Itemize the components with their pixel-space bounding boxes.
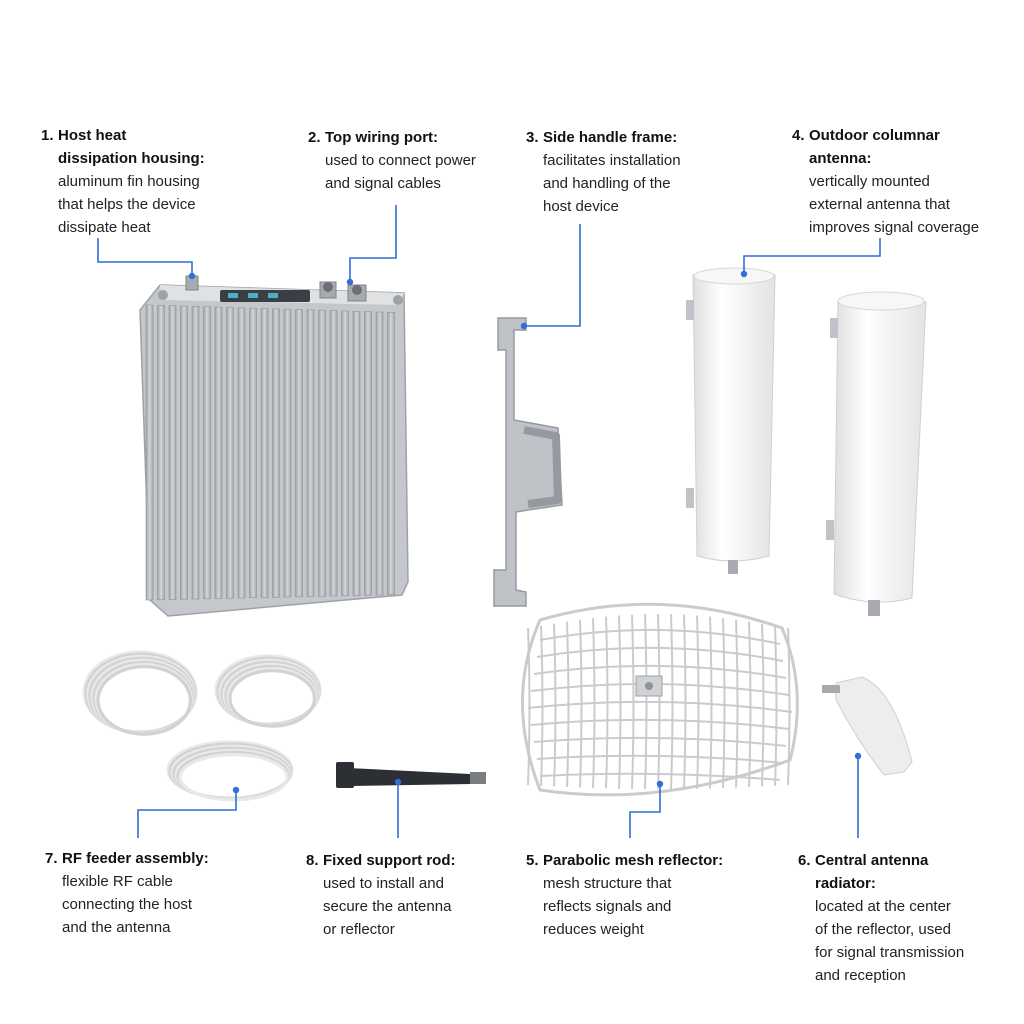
leader-line-7 [137, 790, 237, 838]
callout-title-cont: radiator: [815, 875, 876, 892]
callout-number: 6. [798, 852, 811, 869]
top-wiring-port [185, 275, 367, 302]
callout-title-cont: antenna: [809, 150, 872, 167]
rf-feeder-assembly [82, 650, 322, 802]
reflector-feed-mount [635, 675, 663, 697]
callout-number: 8. [306, 852, 319, 869]
callout-description: located at the center of the reflector, … [815, 898, 965, 984]
callout-7-rf-feeder-assembly: 7.RF feeder assembly: flexible RF cable … [45, 847, 265, 939]
callout-1-host-heat-dissipation-housing: 1.Host heat dissipation housing: aluminum… [41, 124, 261, 239]
callout-6-central-antenna-radiator: 6.Central antenna radiator: located at th… [798, 849, 1008, 987]
callout-description: facilitates installation and handling of… [543, 152, 681, 215]
leader-dots [188, 270, 862, 794]
side-handle-frame [493, 317, 563, 607]
callout-description: used to connect power and signal cables [325, 152, 476, 192]
central-antenna-radiator [822, 676, 913, 776]
callout-2-top-wiring-port: 2.Top wiring port: used to connect power… [308, 126, 508, 195]
callout-number: 2. [308, 129, 321, 146]
callout-title: Host heat [58, 127, 127, 144]
callout-4-outdoor-columnar-antenna: 4.Outdoor columnar antenna: vertically mo… [792, 124, 1012, 239]
callout-title-cont: dissipation housing: [58, 150, 205, 167]
callout-5-parabolic-mesh-reflector: 5.Parabolic mesh reflector: mesh structu… [526, 849, 766, 941]
leader-line-5 [629, 784, 661, 838]
host-heat-dissipation-housing [139, 284, 409, 617]
leader-lines [97, 205, 881, 838]
callout-number: 3. [526, 129, 539, 146]
callout-description: mesh structure that reflects signals and… [543, 875, 672, 938]
callout-title: Top wiring port: [325, 129, 439, 146]
callout-title: Side handle frame: [543, 129, 678, 146]
callout-number: 4. [792, 127, 805, 144]
parabolic-mesh-reflector [521, 602, 799, 797]
callout-title: Outdoor columnar [809, 127, 940, 144]
callout-title: Parabolic mesh reflector: [543, 852, 724, 869]
fixed-support-rod [336, 762, 486, 788]
callout-title: Central antenna [815, 852, 929, 869]
callout-number: 1. [41, 127, 54, 144]
callout-3-side-handle-frame: 3.Side handle frame: facilitates install… [526, 126, 726, 218]
callout-description: aluminum fin housing that helps the devi… [58, 173, 200, 236]
callout-description: flexible RF cable connecting the host an… [62, 873, 193, 936]
callout-title: RF feeder assembly: [62, 850, 209, 867]
callout-description: used to install and secure the antenna o… [323, 875, 452, 938]
callout-title: Fixed support rod: [323, 852, 456, 869]
callout-number: 7. [45, 850, 58, 867]
leader-line-2 [349, 205, 397, 282]
leader-line-3 [524, 224, 581, 327]
leader-line-1 [97, 238, 193, 276]
callout-number: 5. [526, 852, 539, 869]
callout-description: vertically mounted external antenna that… [809, 173, 980, 236]
leader-line-4 [743, 238, 881, 274]
outdoor-columnar-antenna [686, 267, 927, 616]
callout-8-fixed-support-rod: 8.Fixed support rod: used to install and… [306, 849, 506, 941]
